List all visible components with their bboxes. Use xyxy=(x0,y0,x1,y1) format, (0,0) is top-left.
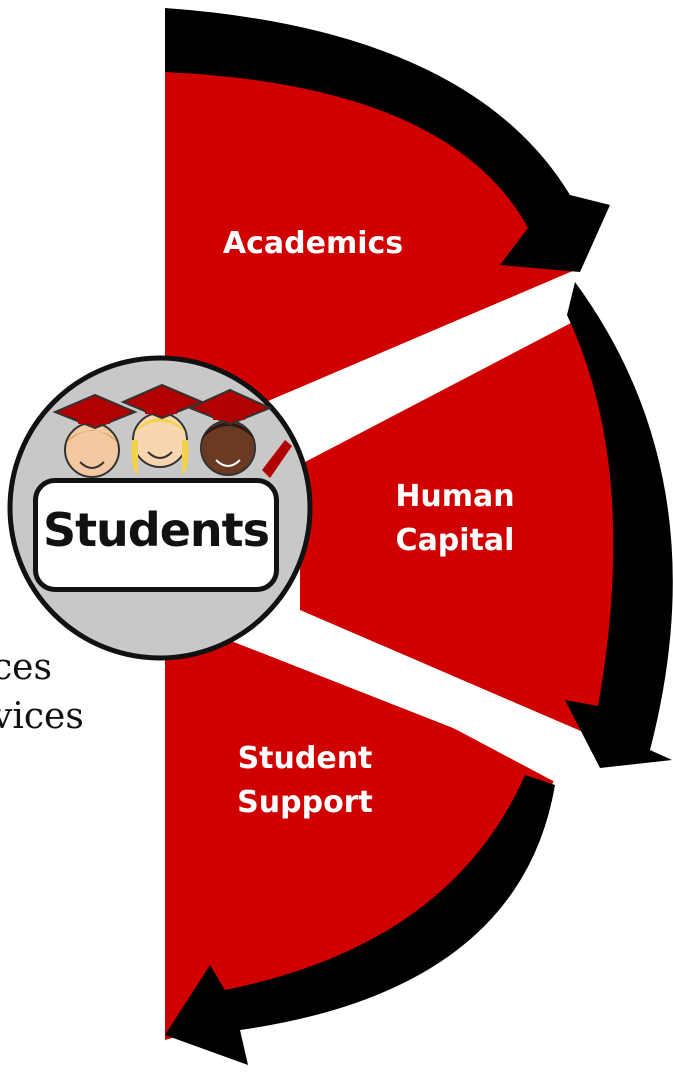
segment-student-support xyxy=(165,615,560,1040)
separator-top xyxy=(290,285,592,462)
partial-text-line-1: ces xyxy=(0,647,52,688)
students-label: Students xyxy=(42,503,270,557)
segment-label-line: Human xyxy=(395,479,515,514)
segment-label-human-capital: Human Capital xyxy=(380,475,530,563)
segment-label-line: Capital xyxy=(395,523,515,558)
segment-label-line: Student xyxy=(237,741,373,776)
segment-label-academics: Academics xyxy=(208,222,418,266)
segment-label-line: Support xyxy=(237,785,373,820)
separator-bottom xyxy=(278,610,570,782)
arrow-student-support xyxy=(165,775,555,1065)
students-sign xyxy=(33,478,279,592)
segment-label-line: Academics xyxy=(222,226,404,261)
arrow-human-capital xyxy=(565,282,673,768)
arrow-academics xyxy=(165,8,610,272)
partial-text-line-2: vices xyxy=(0,696,84,737)
segment-label-student-support: Student Support xyxy=(220,737,390,825)
